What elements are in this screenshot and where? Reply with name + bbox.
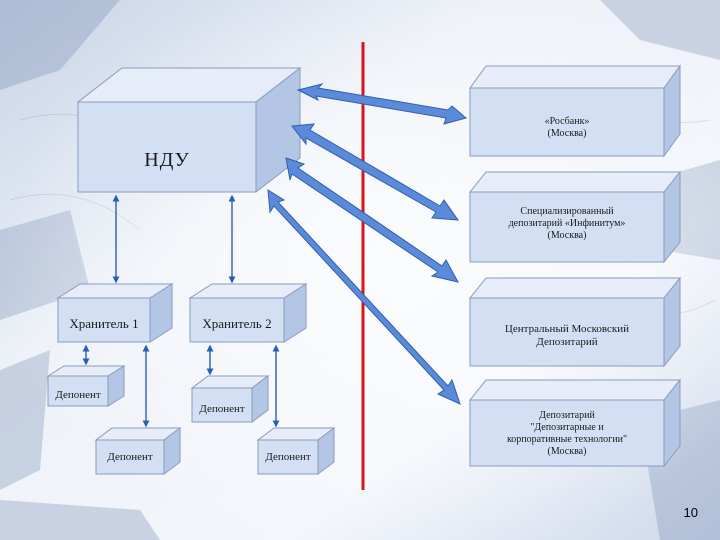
- keeper-1-label: Хранитель 1: [69, 316, 139, 332]
- depositor-label: Депонент: [55, 389, 101, 402]
- arrow-ndu-rosbank: [296, 83, 468, 125]
- depositor-box-2: [190, 375, 270, 423]
- arrow-ndu-specialized: [291, 123, 460, 221]
- keeper-2-box: [188, 283, 308, 343]
- arrow-ndu-central: [285, 157, 459, 283]
- specialized-depository-label: Специализированный депозитарий «Инфиниту…: [508, 206, 626, 241]
- depositor-box-1: [46, 365, 126, 407]
- specialized-depository-box: [468, 170, 682, 264]
- depositor-box-4: [256, 427, 336, 475]
- keeper-2-label: Хранитель 2: [202, 316, 272, 332]
- corporate-depository-label: Депозитарий "Депозитарные и корпоративны…: [506, 410, 628, 457]
- depositor-label: Депонент: [265, 451, 311, 464]
- rosbank-label: «Росбанк» (Москва): [544, 116, 590, 139]
- depositor-box-3: [94, 427, 182, 475]
- central-depository-label: Центральный Московский Депозитарий: [504, 322, 630, 348]
- depositor-label: Депонент: [199, 403, 245, 416]
- keeper-1-box: [56, 283, 174, 343]
- ndu-label: НДУ: [144, 149, 190, 171]
- page-number: 10: [683, 505, 698, 520]
- depositor-label: Депонент: [107, 451, 153, 464]
- rosbank-box: [469, 64, 681, 158]
- corporate-depository-box: [468, 378, 682, 468]
- central-depository-box: [468, 276, 682, 368]
- arrow-ndu-corporate: [267, 189, 461, 405]
